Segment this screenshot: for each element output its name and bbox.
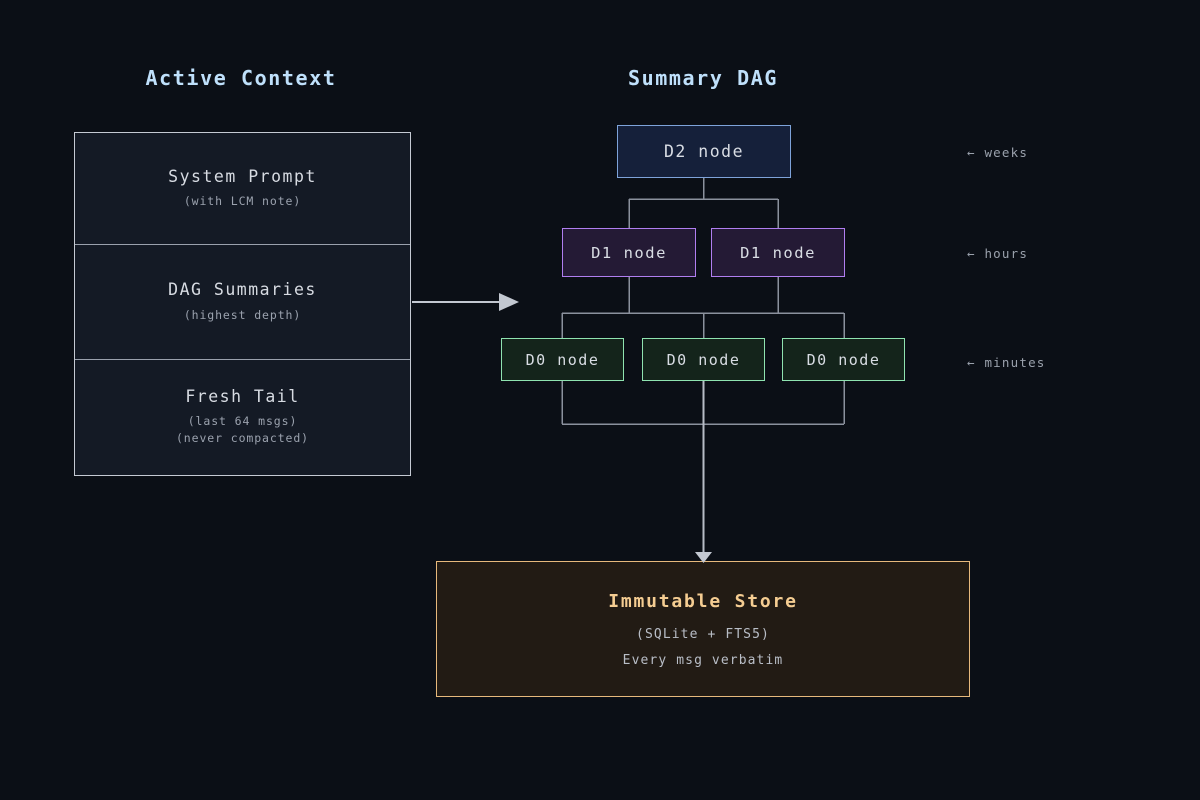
context-cell-system-prompt[interactable]: System Prompt (with LCM note) [75,133,410,246]
dag-node-d1-right-label: D1 node [740,243,816,262]
dag-node-d0-3-label: D0 node [806,350,881,369]
dag-node-d1-left-label: D1 node [591,243,667,262]
dag-node-d0-1[interactable]: D0 node [501,338,624,381]
immutable-store-detail: Every msg verbatim [622,652,784,668]
active-context-panel: System Prompt (with LCM note) DAG Summar… [74,132,411,476]
arrowhead-to-dag [499,293,519,311]
active-context-title: Active Context [145,66,337,90]
dag-node-d0-1-label: D0 node [525,350,600,369]
dag-node-d2[interactable]: D2 node [617,125,791,178]
dag-node-d0-2[interactable]: D0 node [642,338,765,381]
dag-node-d0-2-label: D0 node [666,350,741,369]
dag-summaries-label: DAG Summaries [168,280,317,300]
dag-node-d0-3[interactable]: D0 node [782,338,905,381]
immutable-store-box[interactable]: Immutable Store (SQLite + FTS5) Every ms… [436,561,970,697]
system-prompt-note: (with LCM note) [183,194,302,209]
fresh-tail-label: Fresh Tail [185,387,300,407]
dag-node-d2-label: D2 node [663,142,745,161]
context-cell-fresh-tail[interactable]: Fresh Tail (last 64 msgs) (never compact… [75,360,410,475]
immutable-store-title: Immutable Store [608,590,798,612]
scale-label-minutes: ← minutes [967,355,1046,370]
dag-summaries-note: (highest depth) [183,307,302,322]
scale-label-weeks: ← weeks [967,145,1029,160]
summary-dag-title: Summary DAG [627,66,779,90]
dag-node-d1-left[interactable]: D1 node [562,228,696,277]
fresh-tail-note-2: (never compacted) [175,431,309,446]
dag-node-d1-right[interactable]: D1 node [711,228,845,277]
immutable-store-engine: (SQLite + FTS5) [636,626,770,642]
system-prompt-label: System Prompt [168,167,317,187]
fresh-tail-note-1: (last 64 msgs) [187,413,298,428]
scale-label-hours: ← hours [967,246,1029,261]
context-cell-dag-summaries[interactable]: DAG Summaries (highest depth) [75,245,410,360]
